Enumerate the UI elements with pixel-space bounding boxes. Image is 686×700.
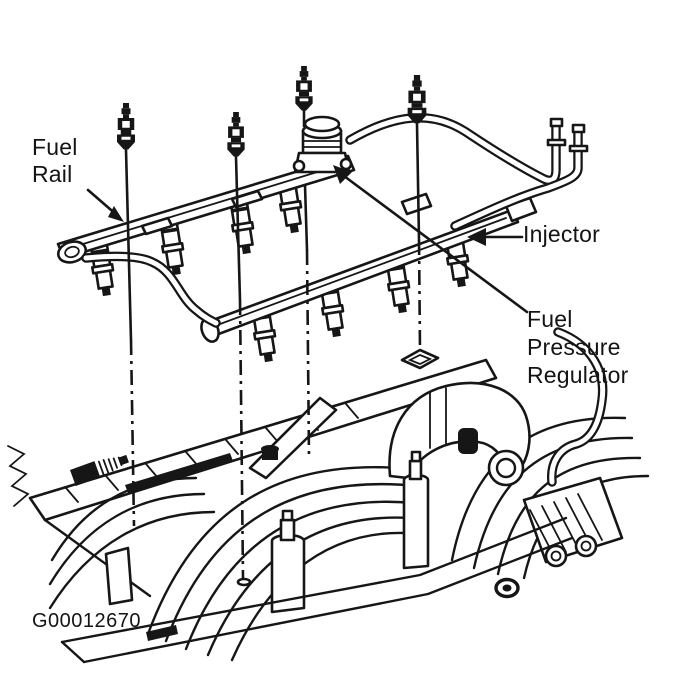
manifold-bracket	[248, 396, 338, 480]
fuel-rail-label: Fuel Rail	[32, 134, 78, 187]
left-post	[104, 546, 134, 606]
hose	[547, 327, 608, 487]
line-clamp	[400, 192, 433, 216]
fuel-pressure-regulator	[292, 115, 353, 174]
fuel-rail-left	[56, 154, 356, 264]
engine-base	[60, 516, 574, 664]
fuel-lines	[345, 113, 589, 231]
bolt-stud	[227, 112, 245, 157]
break-lines	[7, 445, 30, 507]
quick-connect-collar	[568, 144, 589, 153]
bolt-hole-marker	[400, 348, 440, 370]
standoff-posts	[270, 450, 430, 614]
regulator-arrowhead-icon	[333, 165, 352, 184]
mounting-bolts	[117, 66, 440, 587]
bolt-stud	[117, 103, 135, 150]
bolt-stud	[295, 66, 313, 111]
fuel-pressure-regulator-label: Fuel Pressure Regulator	[527, 306, 629, 388]
figure-code-label: G00012670	[32, 610, 142, 632]
crossover-tube	[81, 251, 221, 328]
grommet	[494, 577, 520, 599]
bolt-stem	[415, 122, 421, 242]
pulse-damper	[56, 240, 88, 264]
bolt-stud	[407, 75, 427, 124]
regulator-leader-line	[342, 174, 529, 314]
engine-block	[7, 327, 650, 664]
ribbed-bracket	[522, 476, 624, 568]
intake-runners-left	[48, 476, 216, 610]
quick-connect-collar	[546, 138, 567, 147]
bolt-stem	[234, 155, 242, 302]
sensor	[70, 454, 129, 486]
cover-lower-edge	[43, 518, 152, 598]
injector-arrowhead-icon	[467, 228, 486, 246]
injector-label: Injector	[523, 221, 601, 247]
callouts	[86, 165, 529, 314]
fuel-rail-arrowhead-icon	[108, 206, 124, 222]
bolt-stem	[124, 148, 133, 342]
throttle-body	[388, 381, 531, 487]
